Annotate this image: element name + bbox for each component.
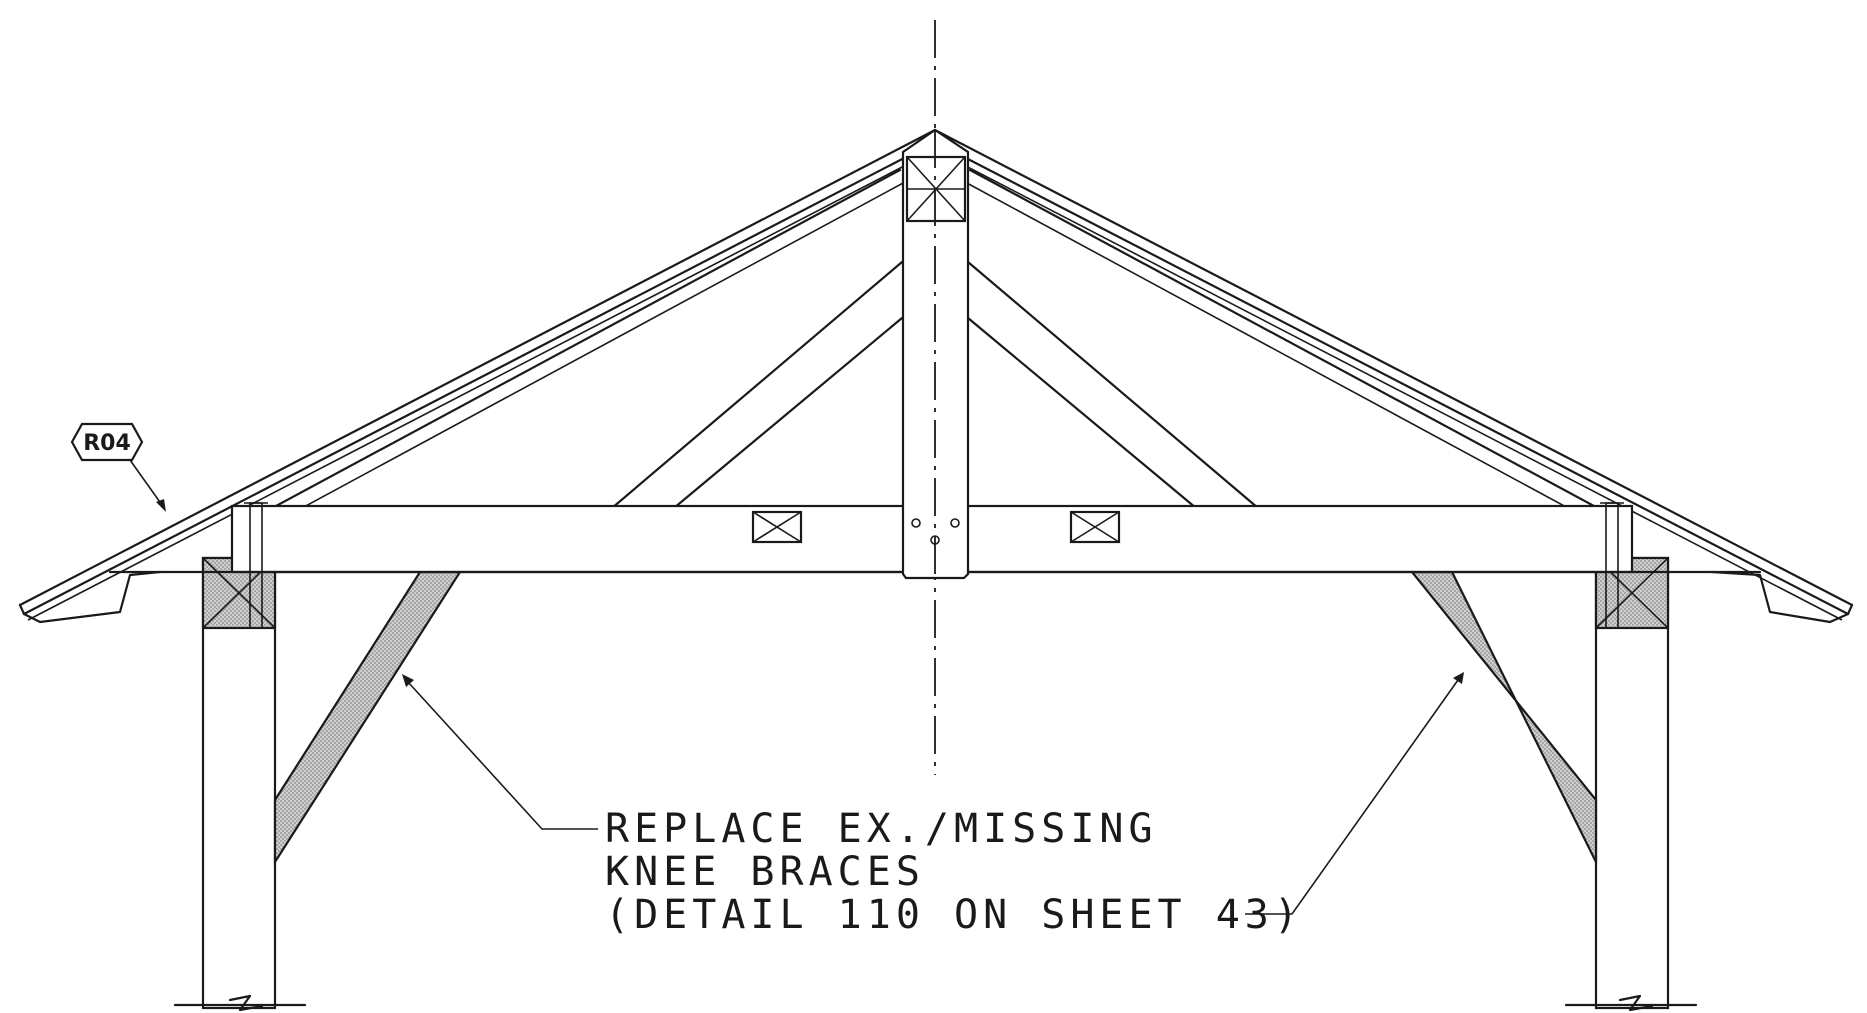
knee-brace-note: REPLACE EX./MISSING KNEE BRACES (DETAIL … [605, 806, 1303, 938]
revision-tag-label: R04 [83, 431, 131, 456]
right-knee-brace [1409, 570, 1598, 863]
left-brace-leader [402, 674, 598, 830]
left-post-connector [244, 502, 268, 629]
revision-tag: R04 [70, 422, 166, 512]
left-post [173, 556, 307, 1012]
right-post [1564, 556, 1698, 1012]
truss-web-members [610, 260, 1260, 510]
truss-top-chords [248, 168, 1622, 522]
note-line-3: (DETAIL 110 ON SHEET 43) [605, 892, 1303, 938]
left-knee-brace [273, 570, 463, 866]
right-brace-leader [1245, 672, 1464, 915]
king-post [901, 128, 970, 580]
right-post-connector [1600, 502, 1624, 629]
note-line-2: KNEE BRACES [605, 849, 925, 895]
note-line-1: REPLACE EX./MISSING [605, 806, 1158, 852]
